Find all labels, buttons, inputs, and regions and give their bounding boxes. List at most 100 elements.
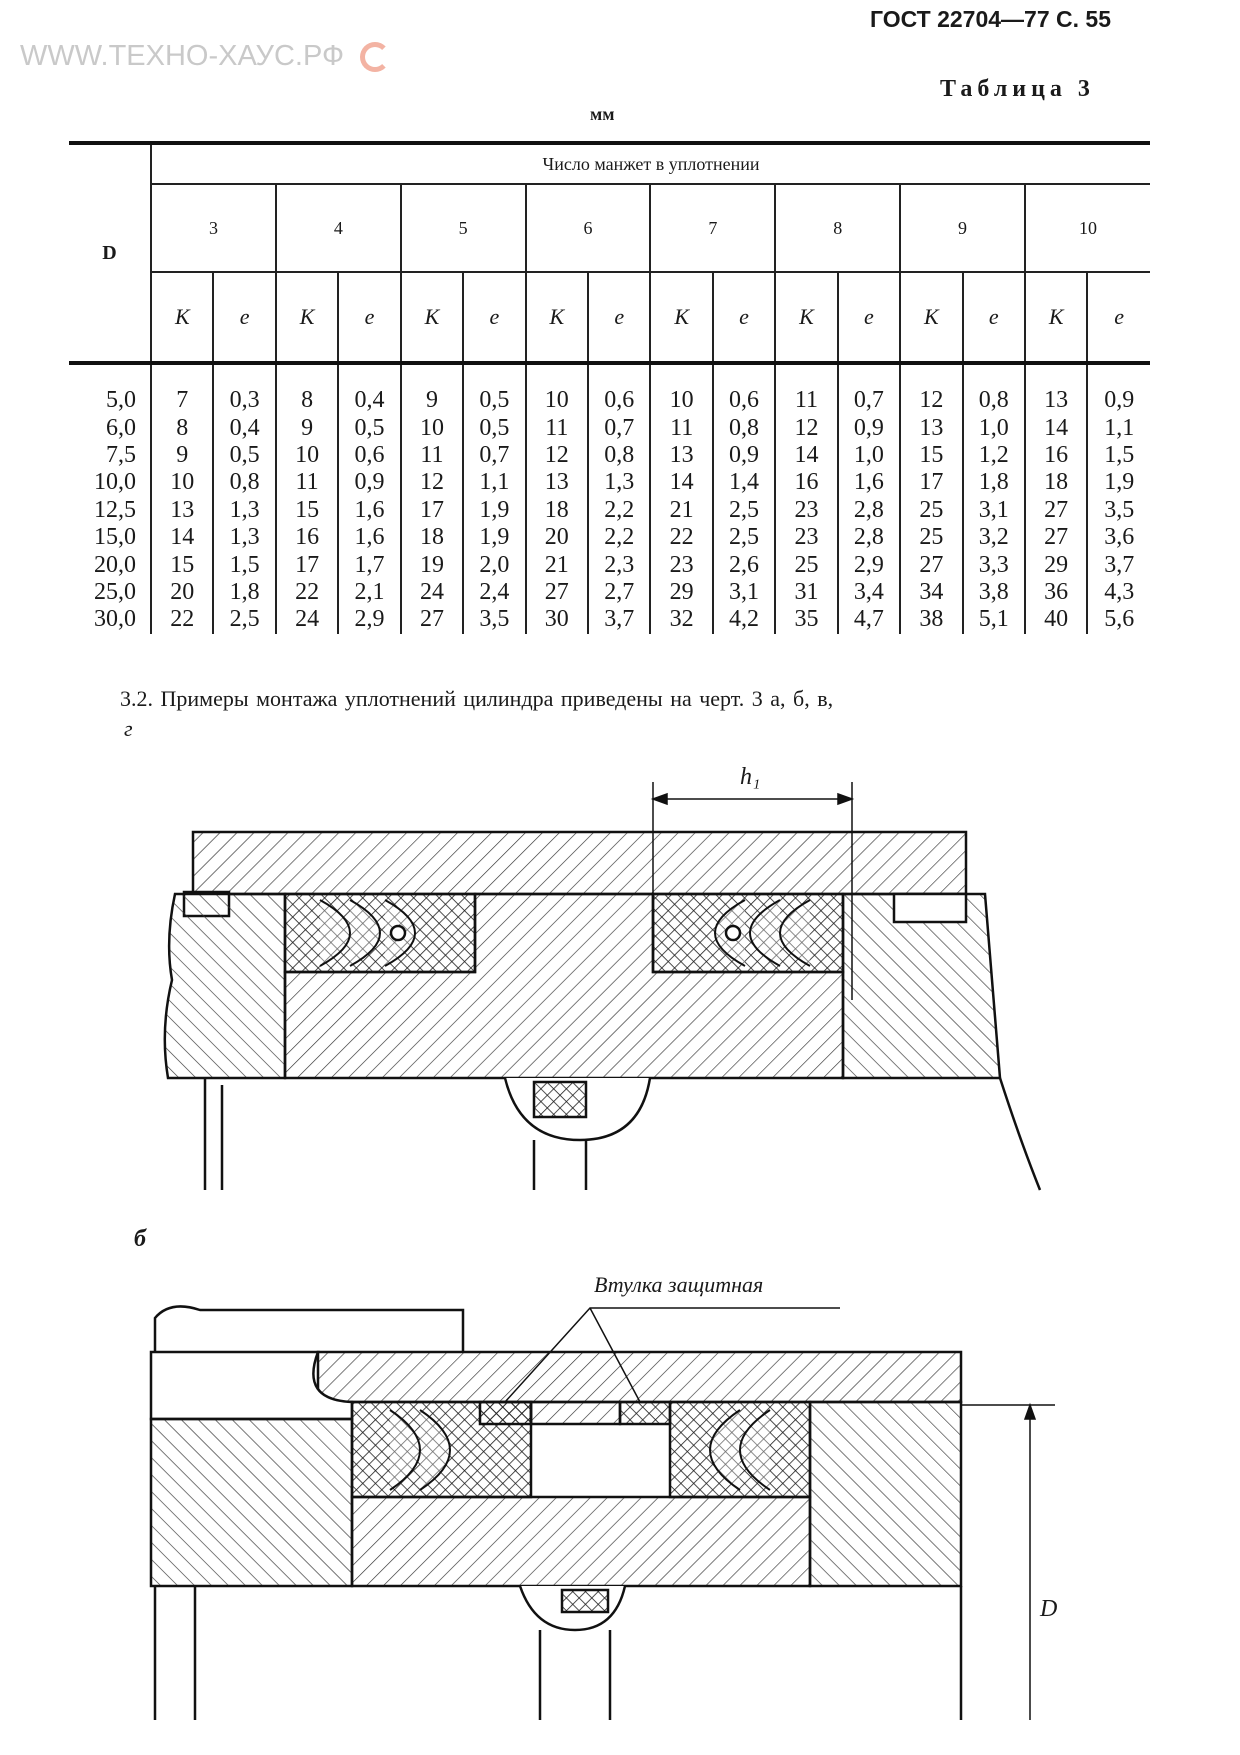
e-cell: 5,1 bbox=[961, 606, 1025, 634]
k-cell: 30 bbox=[524, 606, 588, 634]
e-cell: 3,3 bbox=[961, 551, 1025, 579]
e-cell: 3,1 bbox=[711, 578, 776, 607]
dimension-h1 bbox=[650, 782, 855, 1000]
k-cell: 11 bbox=[774, 363, 838, 415]
e-cell: 0,5 bbox=[212, 441, 276, 470]
e-cell: 3,4 bbox=[836, 578, 901, 607]
k-cell: 25 bbox=[899, 523, 963, 552]
protective-sleeve-callout: Втулка защитная bbox=[594, 1272, 764, 1297]
diameter-cell: 5,0 bbox=[106, 387, 137, 414]
e-cell: 0,8 bbox=[586, 441, 651, 470]
k-cell: 14 bbox=[1023, 414, 1088, 442]
key-block-b bbox=[560, 1588, 610, 1614]
e-cell: 0,5 bbox=[337, 414, 401, 442]
k-cell: 13 bbox=[1023, 363, 1088, 415]
e-cell: 0,5 bbox=[462, 363, 526, 415]
e-cell: 2,5 bbox=[212, 606, 276, 634]
k-cell: 18 bbox=[524, 496, 588, 524]
e-cell: 0,6 bbox=[586, 363, 651, 415]
paragraph-continuation: г bbox=[124, 716, 133, 741]
k-cell: 22 bbox=[150, 606, 214, 634]
k-cell: 27 bbox=[899, 551, 963, 579]
group-count: 9 bbox=[899, 184, 1025, 273]
k-cell: 9 bbox=[150, 441, 214, 470]
sub-header-e: е bbox=[711, 272, 776, 365]
group-count: 7 bbox=[649, 184, 776, 273]
k-cell: 25 bbox=[774, 551, 838, 579]
drawing-b bbox=[149, 1305, 1055, 1720]
k-cell: 11 bbox=[649, 414, 713, 442]
k-cell: 9 bbox=[274, 414, 339, 442]
diameter-cell: 25,0 bbox=[94, 578, 137, 605]
k-cell: 13 bbox=[524, 469, 588, 497]
e-cell: 2,6 bbox=[711, 551, 776, 579]
e-cell: 2,4 bbox=[462, 578, 526, 607]
group-header: Число манжет в уплотнении bbox=[150, 141, 1150, 185]
e-cell: 0,9 bbox=[836, 414, 901, 442]
e-cell: 4,7 bbox=[836, 606, 901, 634]
e-cell: 2,2 bbox=[586, 496, 651, 524]
drawing-a bbox=[163, 782, 1042, 1191]
k-cell: 14 bbox=[774, 441, 838, 470]
e-cell: 1,8 bbox=[961, 469, 1025, 497]
e-cell: 1,9 bbox=[462, 523, 526, 552]
group-count: 8 bbox=[774, 184, 901, 273]
group-count: 4 bbox=[274, 184, 401, 273]
k-cell: 19 bbox=[399, 551, 464, 579]
seal-ring-right bbox=[724, 924, 742, 942]
e-cell: 4,3 bbox=[1086, 578, 1150, 607]
e-cell: 3,6 bbox=[1086, 523, 1150, 552]
sub-header-e: е bbox=[337, 272, 401, 365]
k-cell: 9 bbox=[399, 363, 464, 415]
e-cell: 0,8 bbox=[212, 469, 276, 497]
top-housing bbox=[153, 1305, 465, 1352]
k-cell: 27 bbox=[1023, 496, 1088, 524]
k-cell: 21 bbox=[649, 496, 713, 524]
e-cell: 1,1 bbox=[462, 469, 526, 497]
k-cell: 27 bbox=[399, 606, 464, 634]
k-cell: 17 bbox=[899, 469, 963, 497]
sub-header-k: К bbox=[1023, 272, 1088, 365]
k-cell: 15 bbox=[274, 496, 339, 524]
sub-header-k: К bbox=[150, 272, 214, 365]
k-cell: 14 bbox=[150, 523, 214, 552]
k-cell: 35 bbox=[774, 606, 838, 634]
right-body-b bbox=[808, 1400, 963, 1588]
e-cell: 2,5 bbox=[711, 523, 776, 552]
table-units: мм bbox=[590, 104, 615, 124]
e-cell: 3,5 bbox=[462, 606, 526, 634]
diameter-cell: 10,0 bbox=[94, 469, 137, 496]
watermark: WWW.ТЕХНО-ХАУС.РФ bbox=[20, 40, 391, 73]
seal-profile-b-left bbox=[389, 1409, 451, 1491]
sleeve-right bbox=[618, 1400, 672, 1426]
k-cell: 11 bbox=[399, 441, 464, 470]
sub-header-e: е bbox=[212, 272, 276, 365]
e-cell: 0,3 bbox=[212, 363, 276, 415]
k-cell: 24 bbox=[274, 606, 339, 634]
k-cell: 22 bbox=[274, 578, 339, 607]
seal-pack-right bbox=[651, 892, 845, 974]
sub-header-k: К bbox=[399, 272, 464, 365]
k-cell: 27 bbox=[1023, 523, 1088, 552]
rod-plate-b bbox=[316, 1350, 963, 1404]
e-cell: 1,2 bbox=[961, 441, 1025, 470]
e-cell: 3,7 bbox=[1086, 551, 1150, 579]
k-cell: 17 bbox=[399, 496, 464, 524]
k-cell: 12 bbox=[899, 363, 963, 415]
k-cell: 22 bbox=[649, 523, 713, 552]
drawing-b-label: б bbox=[134, 1226, 146, 1252]
k-cell: 12 bbox=[524, 441, 588, 470]
e-cell: 2,5 bbox=[711, 496, 776, 524]
k-cell: 16 bbox=[1023, 441, 1088, 470]
k-cell: 29 bbox=[649, 578, 713, 607]
group-count: 10 bbox=[1023, 184, 1150, 273]
e-cell: 0,8 bbox=[711, 414, 776, 442]
e-cell: 0,7 bbox=[586, 414, 651, 442]
sub-header-e: е bbox=[462, 272, 526, 365]
